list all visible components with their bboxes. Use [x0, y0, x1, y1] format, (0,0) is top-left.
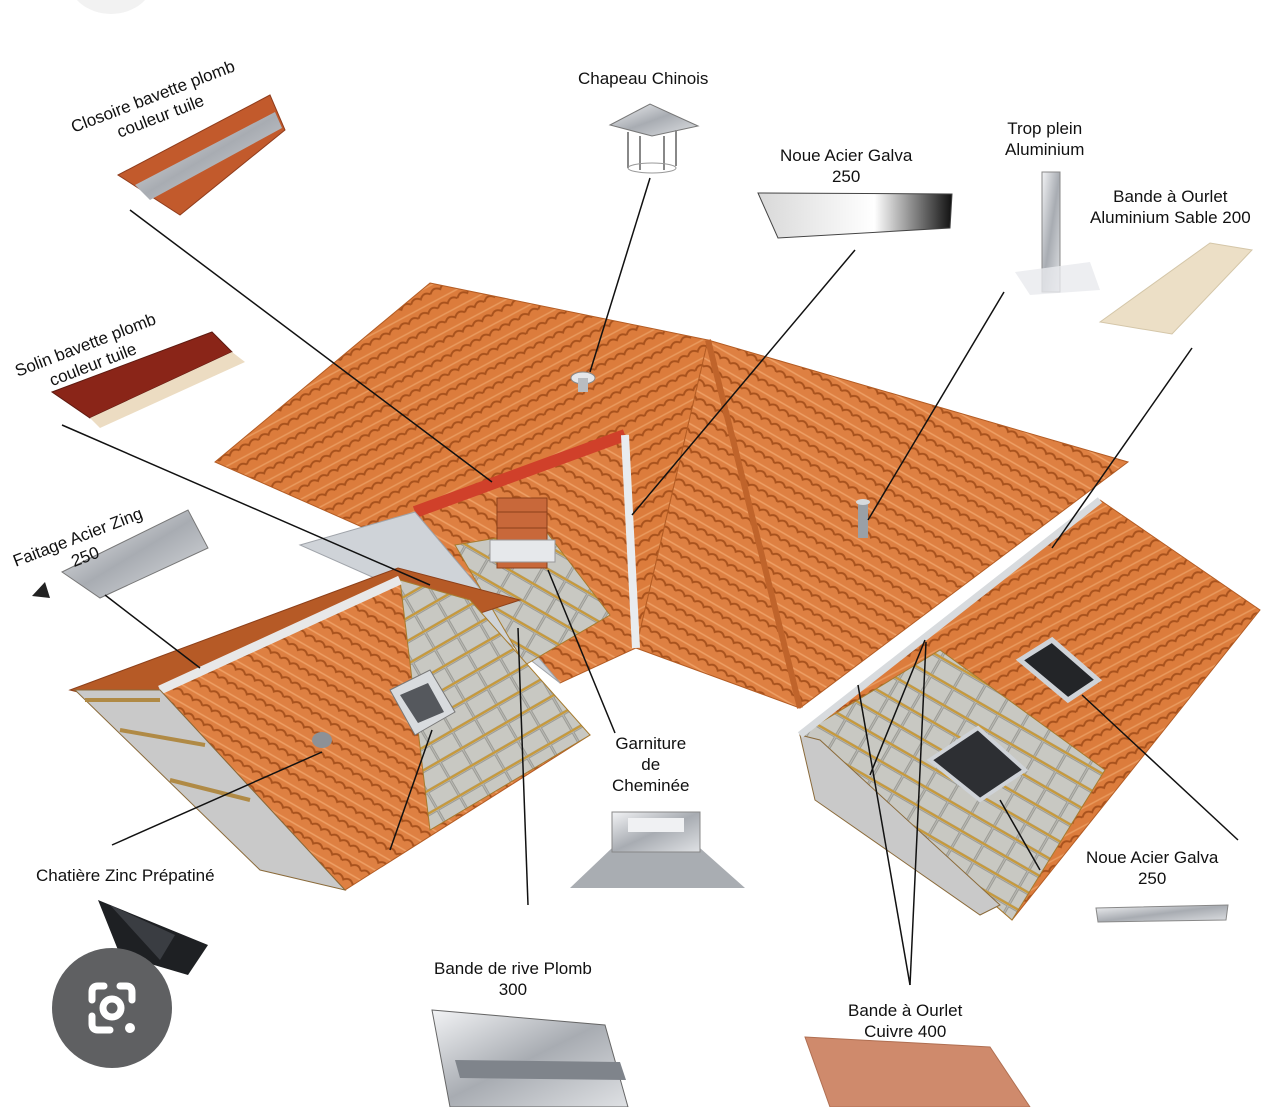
leader-bande-alu	[1051, 347, 1193, 549]
label-bande-cuivre: Bande à Ourlet Cuivre 400	[848, 1000, 962, 1042]
label-bande-alu-line1: Bande à Ourlet	[1113, 187, 1228, 206]
google-lens-icon	[88, 982, 136, 1034]
label-trop-plein: Trop plein Aluminium	[1005, 118, 1084, 160]
noue-right-product	[1095, 904, 1229, 923]
label-garniture-line3: Cheminée	[612, 776, 690, 795]
leader-garniture	[547, 569, 616, 734]
label-garniture: Garniture de Cheminée	[612, 733, 690, 796]
label-bande-alu-line2: Aluminium Sable 200	[1090, 208, 1251, 227]
leader-faitage	[104, 594, 201, 669]
leader-trop-plein	[867, 291, 1005, 521]
leader-bande-rive	[517, 627, 529, 906]
google-lens-button[interactable]	[52, 948, 172, 1068]
label-noue-top-line2: 250	[831, 167, 861, 186]
leader-bande-cuivre-a	[857, 684, 911, 986]
label-noue-right: Noue Acier Galva 250	[1086, 847, 1218, 889]
right-wing	[797, 497, 1261, 921]
closoire-product	[117, 94, 286, 216]
trop-plein-product	[1015, 171, 1100, 295]
label-noue-right-line2: 250	[1137, 869, 1167, 888]
leader-closoire	[129, 209, 493, 483]
leader-bande-cuivre-b	[909, 641, 927, 986]
red-ridge	[412, 429, 628, 518]
label-noue-top-line1: Noue Acier Galva	[780, 146, 913, 165]
leader-chatiere	[111, 751, 323, 846]
solin-product	[50, 331, 245, 428]
label-bande-rive-line1: Bande de rive Plomb	[434, 959, 592, 978]
leader-noue-right	[1081, 694, 1239, 841]
leader-chapeau	[589, 177, 651, 373]
label-garniture-line1: Garniture	[615, 734, 687, 753]
chapeau-on-roof	[570, 371, 596, 392]
chimney	[454, 497, 611, 666]
leader-noue-right-2	[999, 799, 1041, 871]
label-trop-plein-line1: Trop plein	[1007, 119, 1083, 138]
leader-noue-top	[631, 249, 856, 516]
label-bande-rive: Bande de rive Plomb 300	[434, 958, 592, 1000]
label-bande-cuivre-line2: Cuivre 400	[864, 1022, 947, 1041]
chapeau-product	[608, 103, 700, 174]
bande-cuivre-product	[804, 1036, 1031, 1107]
label-chapeau-text: Chapeau Chinois	[578, 69, 709, 88]
leader-solin	[61, 424, 431, 586]
faitage-product	[32, 509, 209, 599]
garniture-product	[570, 811, 745, 888]
label-noue-top: Noue Acier Galva 250	[780, 145, 912, 187]
trop-plein-on-roof	[856, 499, 870, 538]
left-wing	[68, 567, 591, 891]
leader-lines	[61, 177, 1239, 986]
leader-chatiere-2	[389, 729, 433, 851]
label-chatiere: Chatière Zinc Prépatiné	[36, 865, 215, 886]
label-bande-rive-line2: 300	[498, 980, 528, 999]
label-chatiere-text: Chatière Zinc Prépatiné	[36, 866, 215, 885]
label-noue-right-line1: Noue Acier Galva	[1086, 848, 1219, 867]
label-bande-cuivre-line1: Bande à Ourlet	[848, 1001, 963, 1020]
label-garniture-line2: de	[641, 755, 661, 774]
noue-top-product	[757, 192, 953, 239]
bande-alu-product	[1098, 242, 1254, 335]
label-chapeau: Chapeau Chinois	[578, 68, 708, 89]
hip-ridge	[705, 339, 803, 709]
bande-rive-product	[431, 1009, 629, 1107]
label-trop-plein-line2: Aluminium	[1005, 140, 1085, 159]
valley-flashing	[621, 434, 640, 649]
label-bande-alu: Bande à Ourlet Aluminium Sable 200	[1090, 186, 1251, 228]
leader-bande-cuivre-c	[869, 639, 926, 776]
